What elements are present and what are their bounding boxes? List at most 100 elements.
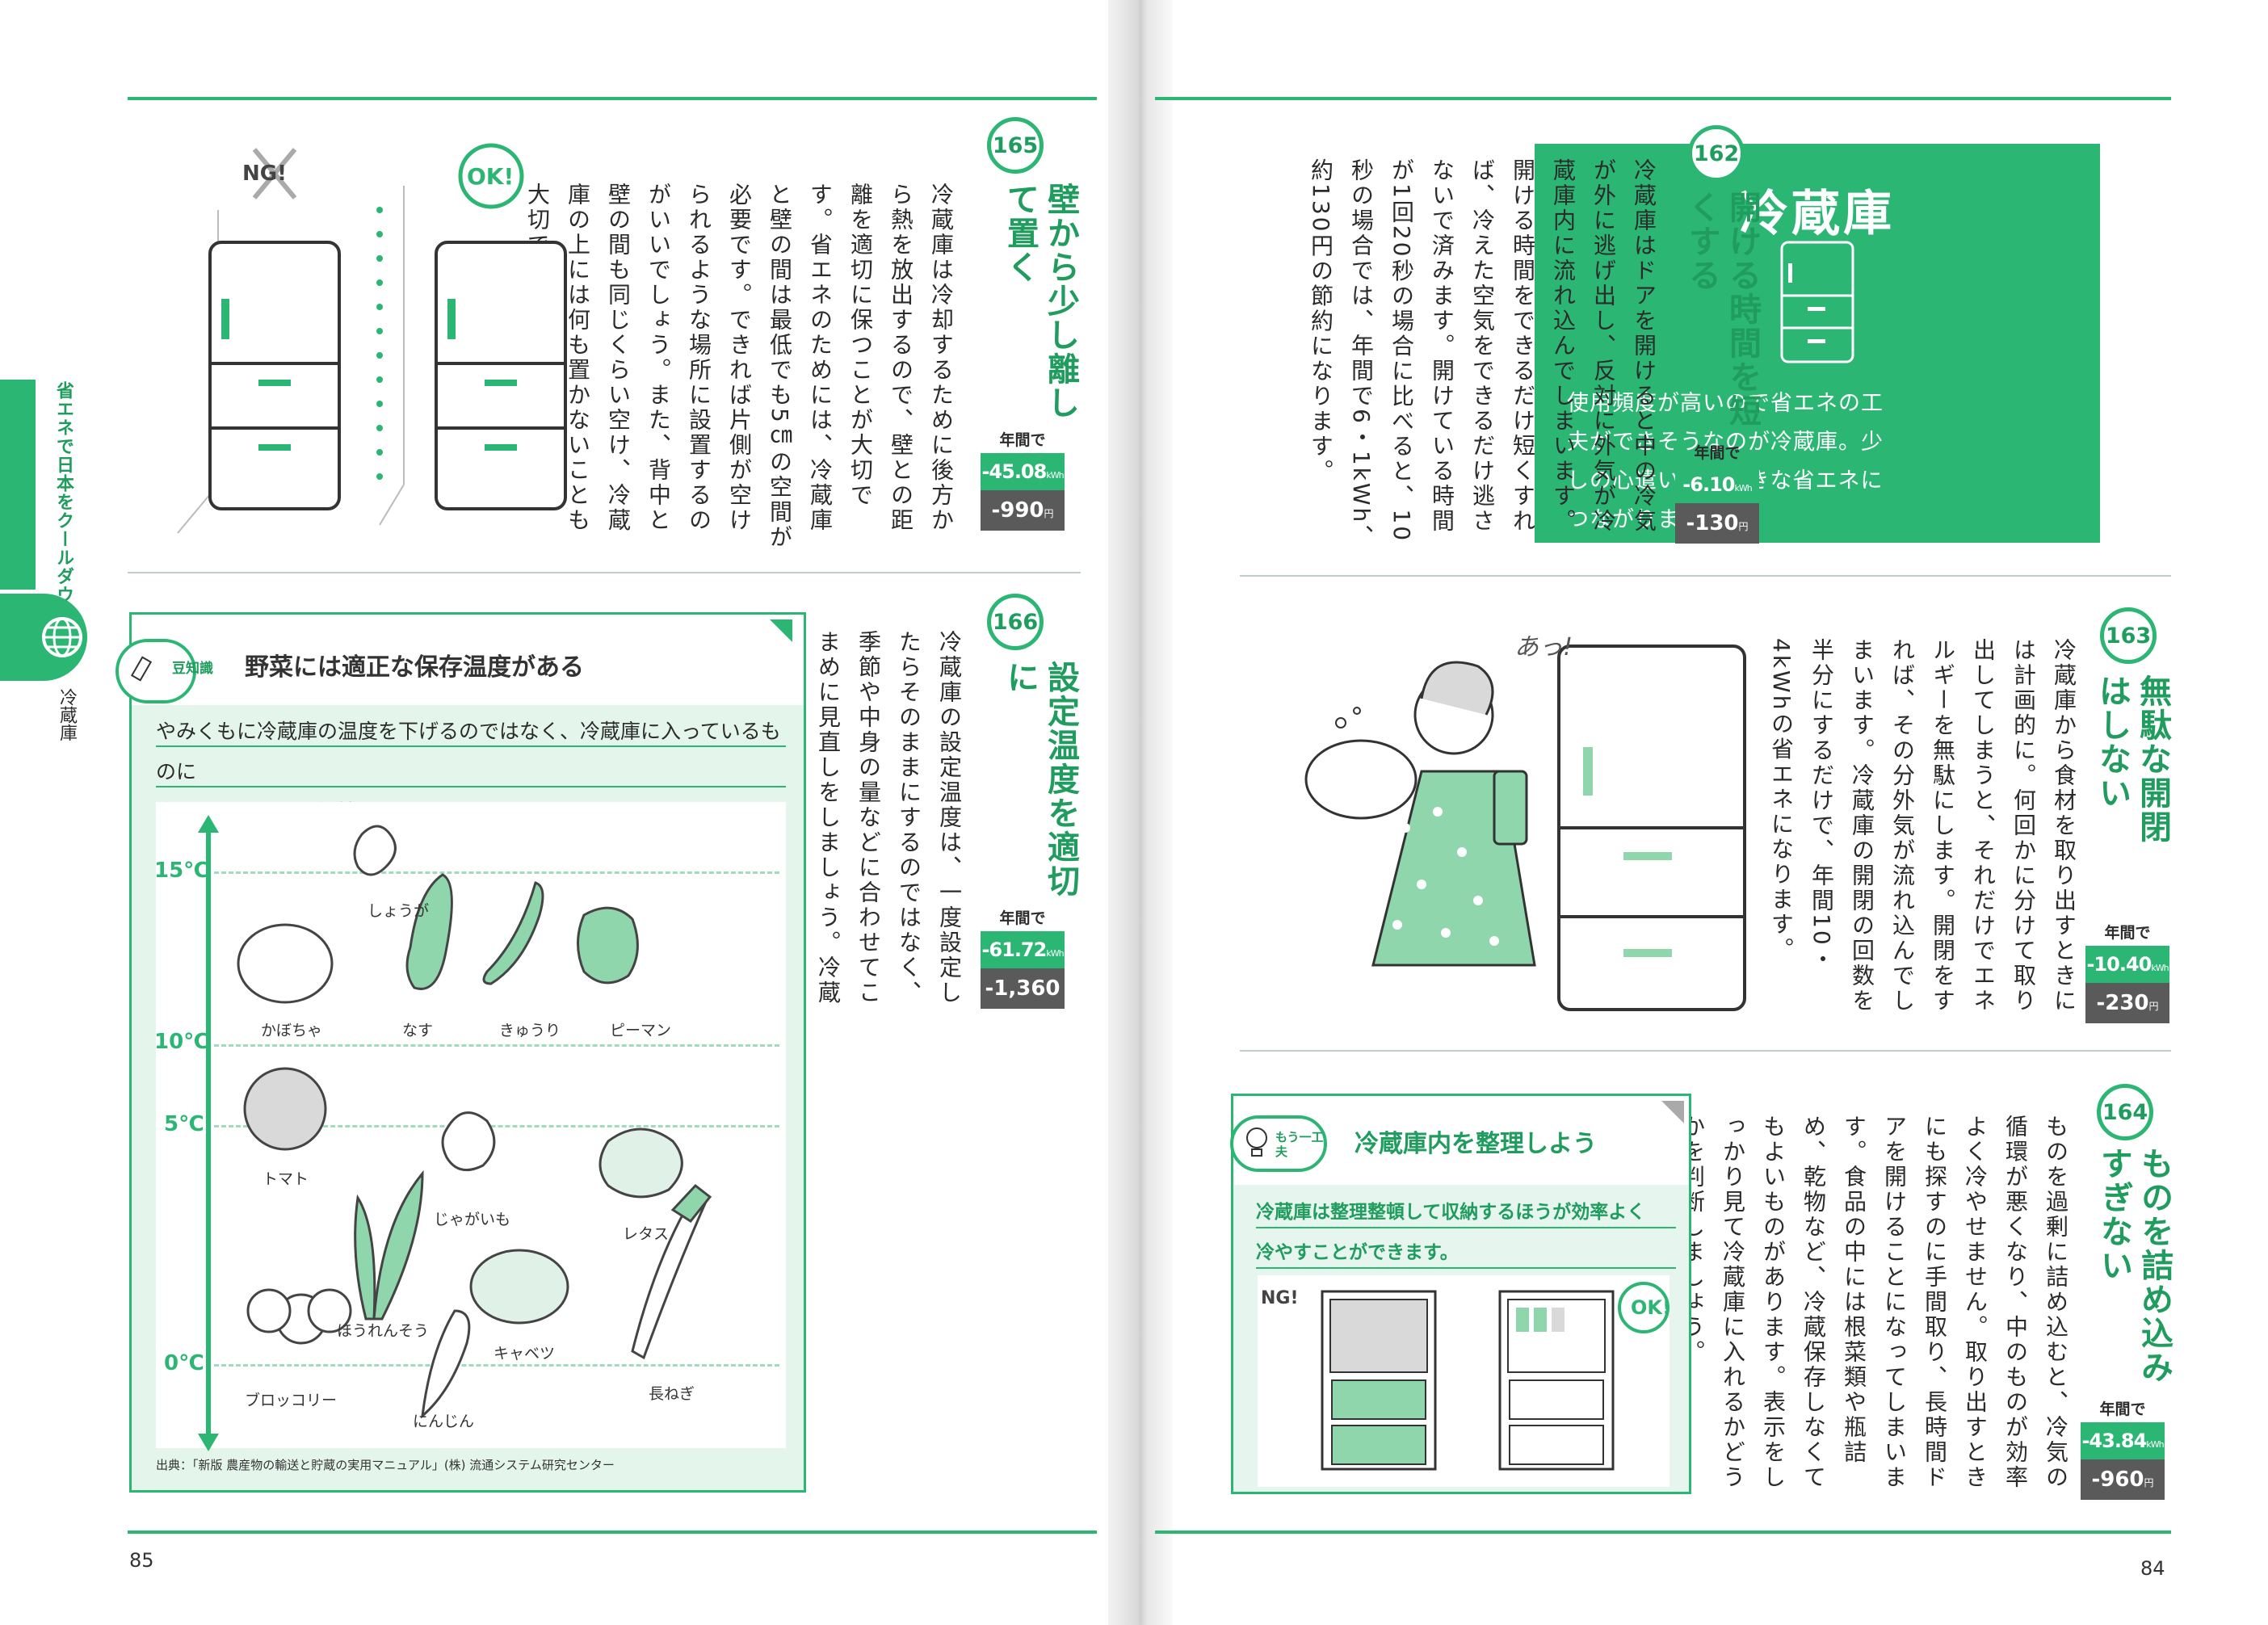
saving-label: 年間で bbox=[999, 909, 1046, 927]
extra-tip-underline1 bbox=[1256, 1227, 1676, 1228]
pencil-icon bbox=[127, 655, 159, 691]
saving-kwh: -10.40kWh bbox=[2085, 946, 2169, 983]
trivia-source: 出典：「新版 農産物の輸送と貯蔵の実用マニュアル」(株) 流通システム研究センタ… bbox=[156, 1458, 615, 1472]
ok-label-left: OK! bbox=[467, 163, 514, 190]
lightbulb-icon bbox=[1243, 1125, 1270, 1164]
woman-fridge-illustration bbox=[1300, 626, 1753, 1033]
line-0 bbox=[214, 1364, 779, 1367]
trivia-title: 野菜には適正な保存温度がある bbox=[245, 653, 584, 682]
trivia-header bbox=[132, 615, 804, 705]
tip-166-saving: 年間で -61.72kWh -1,360円 bbox=[981, 906, 1065, 1038]
storage-temperature-chart: 15℃ 10℃ 5℃ 0℃ しょうが かぼちゃ bbox=[154, 802, 786, 1451]
tip-162-number: 162 bbox=[1688, 125, 1745, 182]
tip-162-body: 冷蔵庫はドアを開けると中の冷気が外に逃げ出し、反対に外気が冷蔵庫内に流れ込んでし… bbox=[1308, 158, 1657, 550]
tip-163-number: 163 bbox=[2100, 607, 2157, 664]
divider-right-1 bbox=[1240, 575, 2171, 577]
ok-label-right: OK! bbox=[1631, 1296, 1671, 1319]
line-5 bbox=[214, 1125, 779, 1127]
fridge-interior-illustration bbox=[1258, 1275, 1670, 1487]
axis-arrow-up bbox=[198, 815, 219, 833]
tip-163-body: 冷蔵庫から食材を取り出すときには計画的に。何回かに分けて取り出してしまうと、それ… bbox=[1768, 638, 2077, 1014]
extra-tip-badge-label: もう一工夫 bbox=[1275, 1130, 1324, 1159]
temp-15: 15℃ bbox=[154, 859, 209, 883]
saving-yen: -990円 bbox=[981, 490, 1065, 531]
tip-164-number: 164 bbox=[2097, 1084, 2153, 1140]
divider-right-2 bbox=[1240, 1050, 2171, 1052]
tip-162-saving: 年間で -6.10kWh -130円 bbox=[1675, 441, 1759, 544]
tip-165-body: 冷蔵庫は冷却するために後方から熱を放出するので、壁との距離を適切に保つことが大切… bbox=[524, 183, 955, 550]
extra-tip-underline2 bbox=[1256, 1267, 1676, 1269]
extra-tip-line1: 冷蔵庫は整理整頓して収納するほうが効率よく bbox=[1256, 1202, 1646, 1223]
trivia-intro-line1: やみくもに冷蔵庫の温度を下げるのではなく、冷蔵庫に入っているものに bbox=[156, 720, 781, 783]
axis-arrow-down bbox=[198, 1434, 219, 1451]
temperature-axis bbox=[206, 826, 211, 1440]
tip-166-number: 166 bbox=[987, 594, 1044, 650]
bottom-rule-right bbox=[1155, 1531, 2171, 1534]
tip-166-body-part1: 冷蔵庫の設定温度は、一度設定したらそのままにするのではなく、季節や中身の量などに… bbox=[573, 630, 963, 1006]
extra-tip-badge bbox=[1230, 1115, 1327, 1172]
saving-label: 年間で bbox=[1694, 444, 1741, 462]
saving-label: 年間で bbox=[999, 431, 1046, 449]
trivia-badge-label: 豆知識 bbox=[172, 661, 213, 677]
line-10 bbox=[214, 1044, 779, 1047]
veg-tomato: トマト bbox=[262, 1170, 309, 1188]
exclaim-text: あっ! bbox=[1514, 633, 1573, 661]
chapter-desc-line2: 夫ができそうなのが冷蔵庫。少 bbox=[1567, 430, 1884, 455]
side-tab-section: 冷蔵庫 bbox=[57, 688, 77, 741]
tip-163-title: 無駄な開閉はしない bbox=[2094, 674, 2171, 844]
saving-yen: -960円 bbox=[2081, 1459, 2165, 1500]
intro-underline bbox=[156, 745, 786, 747]
ng-label-right: NG! bbox=[1261, 1288, 1299, 1308]
veg-cabbage: キャベツ bbox=[494, 1345, 556, 1363]
chapter-title: 冷蔵庫 bbox=[1740, 186, 1895, 242]
tip-164-title: ものを詰め込みすぎない bbox=[2095, 1147, 2173, 1384]
tip-165-title: 壁から少し離して置く bbox=[1002, 183, 1079, 420]
fridge-wall-illustration bbox=[170, 137, 606, 544]
temp-10: 10℃ bbox=[154, 1030, 209, 1054]
page-number-left: 85 bbox=[129, 1549, 154, 1572]
page-number-right: 84 bbox=[2140, 1557, 2165, 1580]
veg-ginger: しょうが bbox=[368, 902, 430, 920]
veg-cucumber: きゅうり bbox=[499, 1022, 561, 1039]
tip-163-saving: 年間で -10.40kWh -230円 bbox=[2085, 921, 2169, 1023]
trivia-corner bbox=[770, 619, 792, 642]
saving-kwh: -6.10kWh bbox=[1675, 466, 1759, 503]
veg-spinach: ほうれんそう bbox=[337, 1322, 430, 1340]
ng-label-left: NG! bbox=[242, 162, 287, 186]
temp-5: 5℃ bbox=[164, 1112, 204, 1136]
fridge-icon bbox=[1779, 239, 1856, 368]
bottom-rule-left bbox=[128, 1531, 1097, 1534]
extra-tip-box: もう一工夫 冷蔵庫内を整理しよう 冷蔵庫は整理整頓して収納するほうが効率よく 冷… bbox=[1230, 1094, 1691, 1494]
saving-yen: -1,360円 bbox=[981, 968, 1065, 1038]
trivia-badge bbox=[116, 639, 196, 703]
veg-eggplant: なす bbox=[402, 1022, 434, 1039]
intro-underline-2 bbox=[156, 786, 786, 787]
side-tab-bar bbox=[0, 380, 36, 590]
chapter-box: 冷蔵庫 使用頻度が高いので省エネの工 夫ができそうなのが冷蔵庫。少 しの心遣いが… bbox=[1535, 144, 2100, 543]
tip-166-title: 設定温度を適切に bbox=[1002, 661, 1079, 898]
veg-green-onion: 長ねぎ bbox=[649, 1385, 695, 1403]
globe-icon bbox=[40, 615, 84, 662]
line-15 bbox=[214, 871, 779, 874]
side-tab-chapter: 省エネで日本をクールダウン bbox=[53, 381, 74, 623]
saving-label: 年間で bbox=[2099, 1400, 2146, 1418]
tip-165-saving: 年間で -45.08kWh -990円 bbox=[981, 428, 1065, 531]
veg-potato: じゃがいも bbox=[434, 1211, 511, 1228]
veg-pumpkin: かぼちゃ bbox=[261, 1022, 323, 1039]
tip-165-number: 165 bbox=[987, 117, 1044, 174]
extra-tip-title: 冷蔵庫内を整理しよう bbox=[1354, 1130, 1597, 1158]
saving-label: 年間で bbox=[2104, 924, 2151, 942]
book-gutter bbox=[1108, 0, 1173, 1625]
tip-164-saving: 年間で -43.84kWh -960円 bbox=[2081, 1397, 2165, 1500]
tip-164-body: ものを過剰に詰め込むと、冷気の循環が悪くなり、中のものが効率よく冷やせません。取… bbox=[1679, 1115, 2069, 1490]
saving-yen: -130円 bbox=[1675, 503, 1759, 544]
temp-0: 0℃ bbox=[164, 1351, 204, 1375]
tip-162-title: 開ける時間を短くする bbox=[1683, 191, 1761, 428]
veg-broccoli: ブロッコリー bbox=[245, 1392, 338, 1409]
veg-lettuce: レタス bbox=[623, 1225, 670, 1243]
extra-tip-line2: 冷やすことができます。 bbox=[1256, 1242, 1459, 1263]
saving-yen: -230円 bbox=[2085, 983, 2169, 1023]
top-rule-left bbox=[128, 97, 1097, 100]
chapter-desc-line1: 使用頻度が高いので省エネの工 bbox=[1567, 391, 1884, 416]
vegetable-illustrations bbox=[237, 825, 712, 1419]
